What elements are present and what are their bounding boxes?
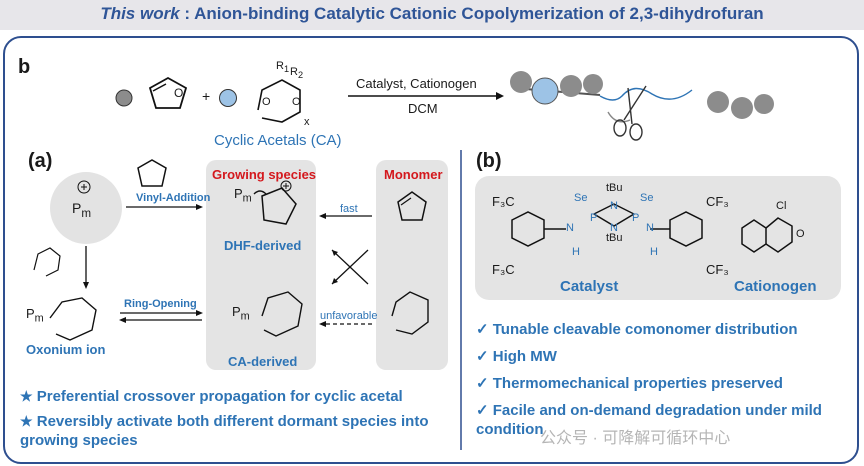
ca-derived-label: CA-derived [228,354,298,369]
polymer-bead-icon [531,77,559,105]
tbu-top: tBu [606,182,623,194]
p-left: P [590,212,598,224]
polymer-bead-icon [510,71,532,93]
panel-b2-label: (b) [476,150,502,172]
polymer-bead-icon [560,75,582,97]
bullet-1: ★ Preferential crossover propagation for… [20,388,403,405]
cationogen-label: Cationogen [734,278,817,295]
cl-label: Cl [776,200,787,212]
check-3: ✓ Thermomechanical properties preserved [476,375,783,392]
monomer-box [376,160,448,370]
p-right: P [632,212,640,224]
monomer-title: Monomer [384,167,443,182]
polymer-bead-icon [583,74,603,94]
checkmark-icon: ✓ [476,321,489,338]
oxonium-ion-label: Oxonium ion [26,342,106,357]
panel-b-label: b [18,56,31,78]
cf3-right-top: CF₃ [706,194,729,209]
cf3-left-bottom: F₃C [492,262,515,277]
dhf-ring [148,76,188,109]
ca-pm: Pm [232,304,250,323]
conditions-top: Catalyst, Cationogen [356,76,477,91]
checkmark-icon: ✓ [476,375,489,392]
ca-oxygen-left: O [262,96,271,108]
bullet-2: ★ Reversibly activate both different dor… [20,413,429,449]
growing-species-box [206,160,316,370]
watermark: 公众号 · 可降解可循环中心 [540,430,731,447]
check-4: ✓ Facile and on-demand degradation under… [476,402,822,438]
dhf-unit-icon [115,89,133,107]
h-left: H [572,246,580,258]
catalyst-box [475,176,841,300]
catalyst-label: Catalyst [560,278,619,295]
plus-sign: + [202,88,211,104]
ca-x: x [304,116,310,128]
ca-r1: R1 [276,60,290,75]
n-top: N [610,200,618,212]
check-1: ✓ Tunable cleavable comonomer distributi… [476,321,798,338]
title-text: : Anion-binding Catalytic Cationic Copol… [179,4,764,23]
cationogen-oxygen: O [796,228,805,240]
check-2: ✓ High MW [476,348,557,365]
polymer-bead-icon [754,94,774,114]
ca-oxygen-right: O [292,96,301,108]
se-right: Se [640,192,654,204]
page-title: This work : Anion-binding Catalytic Cati… [0,4,864,24]
unfavorable-label: unfavorable [320,310,378,322]
title-prefix: This work [100,4,180,23]
vinyl-addition-label: Vinyl-Addition [136,192,211,204]
polymer-bead-icon [707,91,729,113]
figure-panel [3,36,859,464]
conditions-bottom: DCM [408,101,438,116]
cation-bubble [50,172,122,244]
dhf-derived-label: DHF-derived [224,238,302,253]
nh-right: N [646,222,654,234]
fast-label: fast [340,203,358,215]
checkmark-icon: ✓ [476,348,489,365]
star-icon: ★ [20,413,33,429]
n-bottom: N [610,222,618,234]
nh-left: N [566,222,574,234]
tbu-bottom: tBu [606,232,623,244]
ca-r2: R2 [290,66,304,81]
ring-opening-label: Ring-Opening [124,298,197,310]
growing-species-title: Growing species [212,167,317,182]
panel-a-label: (a) [28,150,53,172]
ca-unit-icon [219,89,237,107]
dhf-pm: Pm [234,186,252,205]
pm-cation: Pm [72,200,92,220]
cf3-right-bottom: CF₃ [706,262,729,277]
h-right: H [650,246,658,258]
se-left: Se [574,192,588,204]
dhf-oxygen: O [174,86,184,100]
cyclic-acetals-label: Cyclic Acetals (CA) [214,132,342,149]
polymer-bead-icon [731,97,753,119]
ca-ring [257,79,301,123]
oxonium-pm: Pm [26,306,44,325]
cf3-left-top: F₃C [492,194,515,209]
header-bar [0,0,864,30]
checkmark-icon: ✓ [476,402,489,419]
star-icon: ★ [20,388,33,404]
scissors-icon [613,85,647,141]
